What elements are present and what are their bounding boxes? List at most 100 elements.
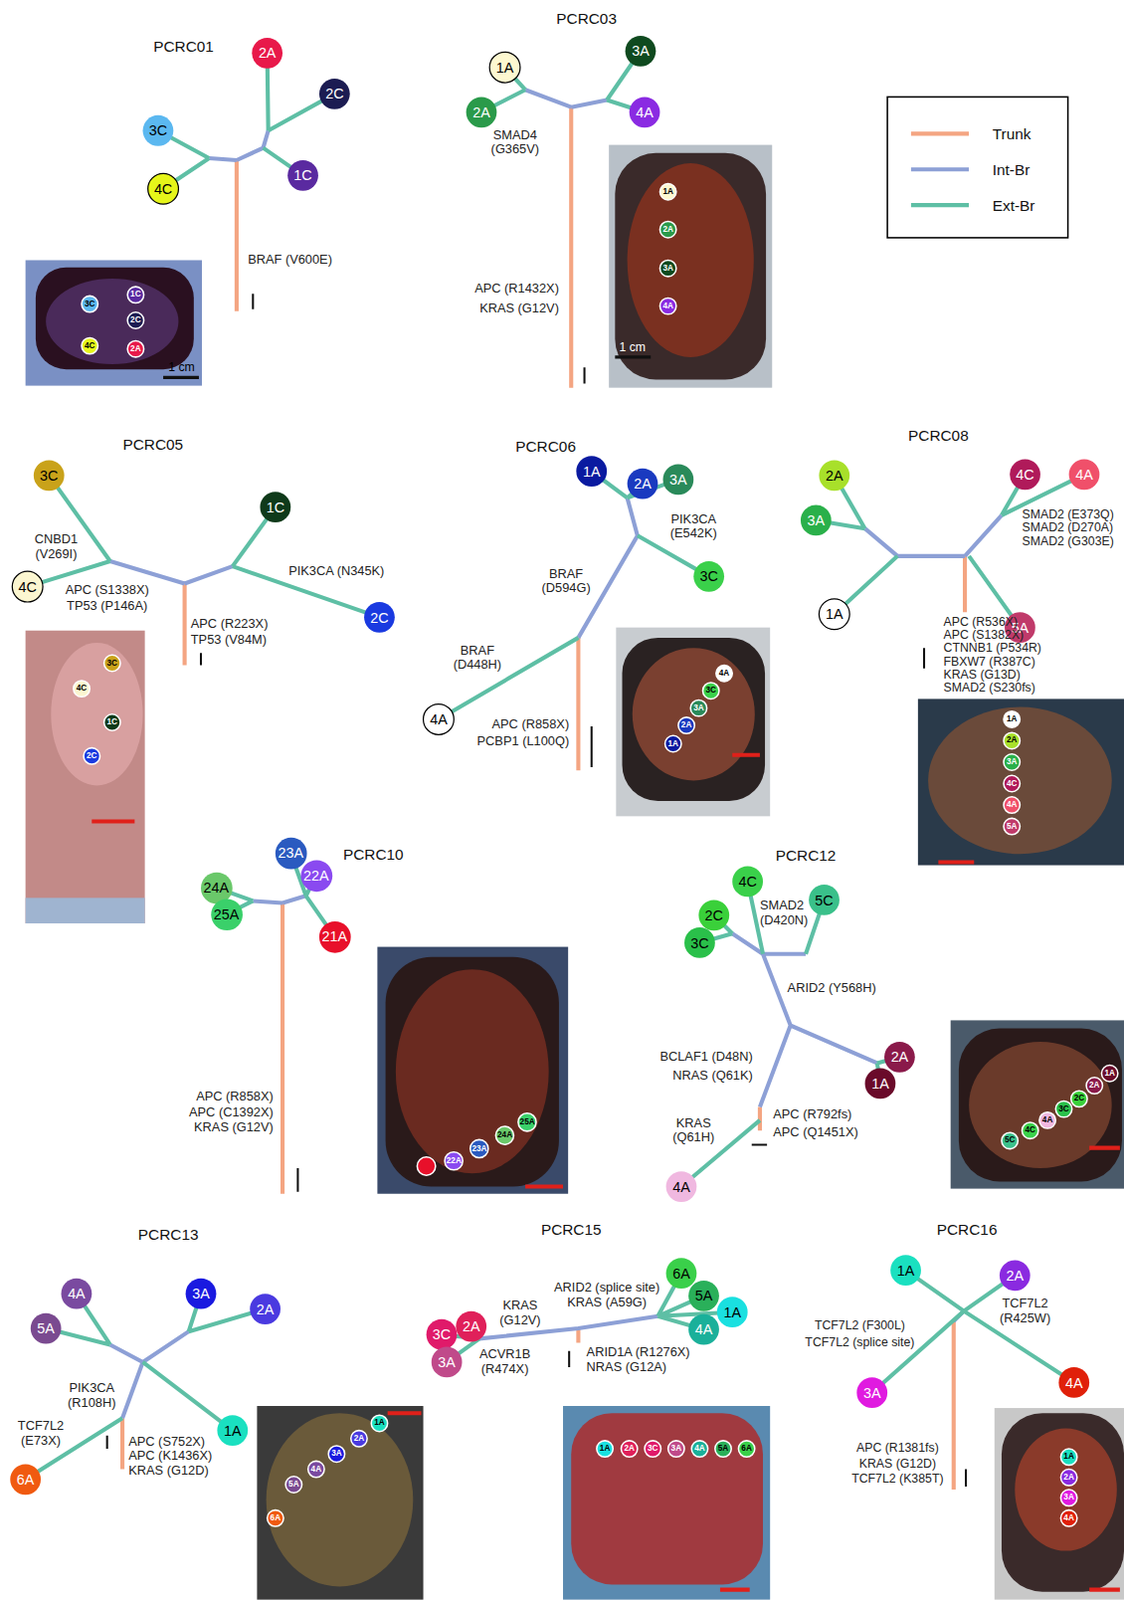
- photo-sample-marker: 2A: [350, 1429, 369, 1448]
- sample-id: 21A: [322, 929, 349, 943]
- sample-circle-shape: [738, 1440, 754, 1457]
- sample-id: 23A: [277, 845, 304, 860]
- sample-id: 4A: [1065, 1374, 1084, 1389]
- sample-circle-shape: [890, 1254, 922, 1286]
- sample-circle-shape: [629, 96, 661, 128]
- sample-circle-shape: [455, 1311, 487, 1342]
- tumour-photo: [35, 267, 194, 371]
- sample-circle-shape: [1003, 774, 1020, 791]
- sample-id: 1A: [723, 1304, 742, 1318]
- sample-circle-shape: [9, 1463, 41, 1495]
- sample-circle-shape: [575, 455, 607, 487]
- sample-id: 22A: [446, 1156, 462, 1165]
- sample-circle-shape: [644, 1440, 661, 1457]
- sample-circle-shape: [319, 78, 351, 110]
- mutation-label: BCLAF1 (D48N): [659, 1049, 752, 1065]
- photo-sample-marker: 1A: [1100, 1064, 1119, 1083]
- photo-sample-marker: 3C: [1054, 1099, 1073, 1118]
- sample-id: 4A: [1042, 1116, 1053, 1124]
- sample-node: 25A: [209, 897, 244, 932]
- sample-circle-shape: [1003, 796, 1020, 813]
- sample-node: 2A: [626, 467, 660, 501]
- sample-id: 25A: [213, 907, 240, 922]
- sample-circle-shape: [684, 927, 716, 958]
- photo-sample-marker: [416, 1156, 435, 1175]
- tumour-photo: [25, 630, 146, 924]
- mutation-label: NRAS (Q61K): [672, 1067, 752, 1083]
- sample-circle-shape: [665, 735, 682, 751]
- mutation-label: APC (S752X): [128, 1434, 205, 1450]
- sample-circle-shape: [104, 714, 121, 731]
- legend-line-sample: [911, 202, 969, 207]
- sample-circle-shape: [818, 459, 850, 491]
- sample-id: 2C: [370, 609, 388, 624]
- panel-title: PCRC10: [343, 844, 404, 863]
- sample-circle-shape: [431, 1346, 463, 1378]
- sample-circle-shape: [688, 1313, 720, 1345]
- sample-circle-shape: [1001, 1131, 1018, 1148]
- photo-sample-marker: 25A: [517, 1112, 538, 1132]
- photo-ground: [615, 627, 770, 817]
- sample-circle-shape: [1060, 1509, 1077, 1526]
- mutation-label: KRAS (G12V): [497, 1298, 544, 1327]
- sample-id: 4A: [1075, 467, 1094, 482]
- sample-id: 5A: [695, 1288, 714, 1303]
- sample-circle-shape: [732, 866, 763, 898]
- mutation-label: APC (R1432X): [474, 281, 560, 297]
- mutation-label: TCF7L2 (K385T): [851, 1472, 943, 1487]
- sample-circle-shape: [267, 1509, 284, 1526]
- photo-sample-marker: 4C: [1002, 773, 1021, 792]
- sample-circle-shape: [1009, 458, 1041, 490]
- panel-title: PCRC05: [122, 434, 184, 453]
- photo-ground: [25, 259, 202, 385]
- sample-node: 4A: [1057, 1365, 1091, 1399]
- sample-id: 1A: [662, 187, 673, 196]
- sample-circle-shape: [251, 37, 283, 69]
- scale-label: 1 cm: [168, 361, 195, 375]
- tumour-tissue: [395, 968, 550, 1173]
- sample-circle-shape: [666, 1170, 698, 1202]
- photo-sample-marker: 1A: [595, 1439, 614, 1458]
- sample-node: 6A: [8, 1462, 42, 1496]
- sample-id: 3C: [39, 468, 58, 483]
- sample-circle-shape: [1060, 1489, 1077, 1505]
- sample-circle-shape: [1003, 711, 1020, 728]
- sample-id: 4A: [429, 712, 448, 727]
- sample-circle-shape: [423, 704, 455, 736]
- legend-line: [911, 159, 969, 181]
- sample-circle-shape: [698, 899, 730, 931]
- tumour-photo: [958, 1028, 1123, 1182]
- sample-id: 1A: [1063, 1452, 1074, 1461]
- sample-node: 3C: [32, 458, 66, 492]
- sample-circle-shape: [470, 1139, 489, 1158]
- sample-id: 22A: [303, 868, 330, 883]
- sample-circle-shape: [1055, 1100, 1072, 1117]
- mutation-label: BRAF (D448H): [449, 643, 506, 673]
- mutation-label: TP53 (V84M): [190, 632, 267, 648]
- mutation-label: ARID2 (splice site): [554, 1280, 660, 1296]
- legend-entry: Int-Br: [911, 159, 1031, 181]
- sample-id: 1C: [266, 499, 285, 514]
- sample-circle-shape: [693, 561, 725, 592]
- sample-id: 2A: [1006, 736, 1017, 745]
- sample-id: 2A: [623, 1444, 634, 1453]
- sample-id: 2A: [662, 225, 673, 234]
- sample-id: 3A: [693, 704, 704, 713]
- sample-id: 1A: [1104, 1069, 1115, 1078]
- sample-id: 24A: [203, 880, 230, 895]
- photo-ground: [994, 1407, 1124, 1600]
- photo-sample-marker: 2A: [1059, 1468, 1078, 1487]
- sample-id: 4A: [635, 105, 654, 120]
- sample-circle-shape: [259, 491, 291, 523]
- sample-id: 2A: [130, 345, 141, 354]
- sample-circle-shape: [659, 221, 676, 238]
- sample-id: 1A: [496, 59, 515, 74]
- sample-node: 3C: [425, 1317, 459, 1351]
- sample-id: 3C: [84, 299, 95, 308]
- sample-circle-shape: [444, 1151, 463, 1170]
- sample-circle-shape: [818, 598, 850, 630]
- panel-title: PCRC16: [936, 1220, 998, 1239]
- sample-node: 4A: [59, 1277, 93, 1311]
- panel-title: PCRC13: [138, 1225, 199, 1244]
- photo-sample-marker: 4C: [72, 679, 91, 698]
